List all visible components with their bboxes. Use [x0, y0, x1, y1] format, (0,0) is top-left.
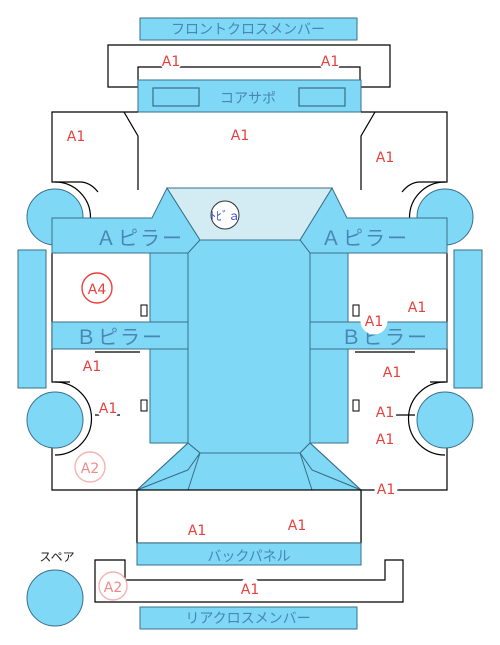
wheel-rear-right [416, 391, 474, 449]
mark-right-rear-corner: A1 [377, 482, 395, 498]
a-pillar-left: Ａピラー [51, 186, 201, 254]
mark-rear-cross-a2: A2 [104, 580, 122, 596]
front-cross-member: フロントクロスメンバー [139, 17, 358, 41]
mark-front-left-apron: A1 [67, 129, 85, 145]
mark-left-sill-a4: A4 [88, 282, 107, 298]
mark-right-rear-wheel-b: A1 [376, 432, 394, 448]
damage-marks: A1 A1 A1 A4 A1 A1 A1 A1 A1 A1 A1 A2 A1 A… [67, 128, 429, 601]
mark-left-rear-wheel: A1 [99, 401, 117, 417]
spare-label: スペア [39, 550, 74, 564]
back-panel-label: バックパネル [207, 549, 290, 565]
b-pillar-left: Ｂピラー [51, 321, 189, 350]
windshield: ﾄﾋﾞａ [166, 187, 333, 241]
mark-right-mid: A1 [383, 365, 401, 381]
b-pillar-left-label: Ｂピラー [76, 325, 164, 349]
mark-front-center: A1 [231, 128, 249, 144]
side-sill-right [453, 249, 483, 389]
mark-front-cross-left: A1 [162, 54, 180, 70]
mark-front-cross-right: A1 [321, 54, 339, 70]
a-pillar-right-label: Ａピラー [321, 226, 409, 250]
spare-tire: スペア [26, 550, 84, 627]
back-panel: バックパネル [136, 542, 362, 566]
wheels [26, 181, 474, 456]
mark-a2-rear-circle [98, 571, 128, 601]
windshield-mark: ﾄﾋﾞａ [210, 209, 240, 223]
mark-a4-circle [81, 272, 113, 304]
front-cross-member-label: フロントクロスメンバー [171, 22, 325, 38]
core-support: コアサポ [137, 79, 362, 113]
mark-front-right-apron: A1 [376, 150, 394, 166]
rear-cross-member: リアクロスメンバー [139, 606, 358, 630]
mark-right-b-pillar-b: A1 [408, 300, 426, 316]
mark-trunk-left: A1 [188, 523, 206, 539]
wheel-rear-left [26, 391, 84, 449]
rear-cross-member-label: リアクロスメンバー [185, 611, 310, 627]
core-support-label: コアサポ [220, 91, 276, 107]
mark-right-b-pillar-a: A1 [365, 314, 383, 330]
mark-a2-left-circle [74, 451, 106, 483]
a-pillar-right: Ａピラー [299, 186, 448, 254]
mark-left-rear-a2: A2 [81, 461, 99, 477]
mark-rear-cross-center: A1 [241, 582, 259, 598]
trunk-area [136, 489, 362, 544]
a-pillar-left-label: Ａピラー [96, 226, 184, 250]
rear-frame-bracket [94, 559, 404, 603]
mark-trunk-right: A1 [288, 518, 306, 534]
side-sill-left [17, 249, 47, 389]
windshield-mark-circle [210, 200, 240, 230]
mark-right-rear-wheel-a: A1 [376, 405, 394, 421]
rear-section [136, 442, 362, 491]
roof-panel [187, 239, 311, 454]
mark-left-mid: A1 [83, 359, 101, 375]
